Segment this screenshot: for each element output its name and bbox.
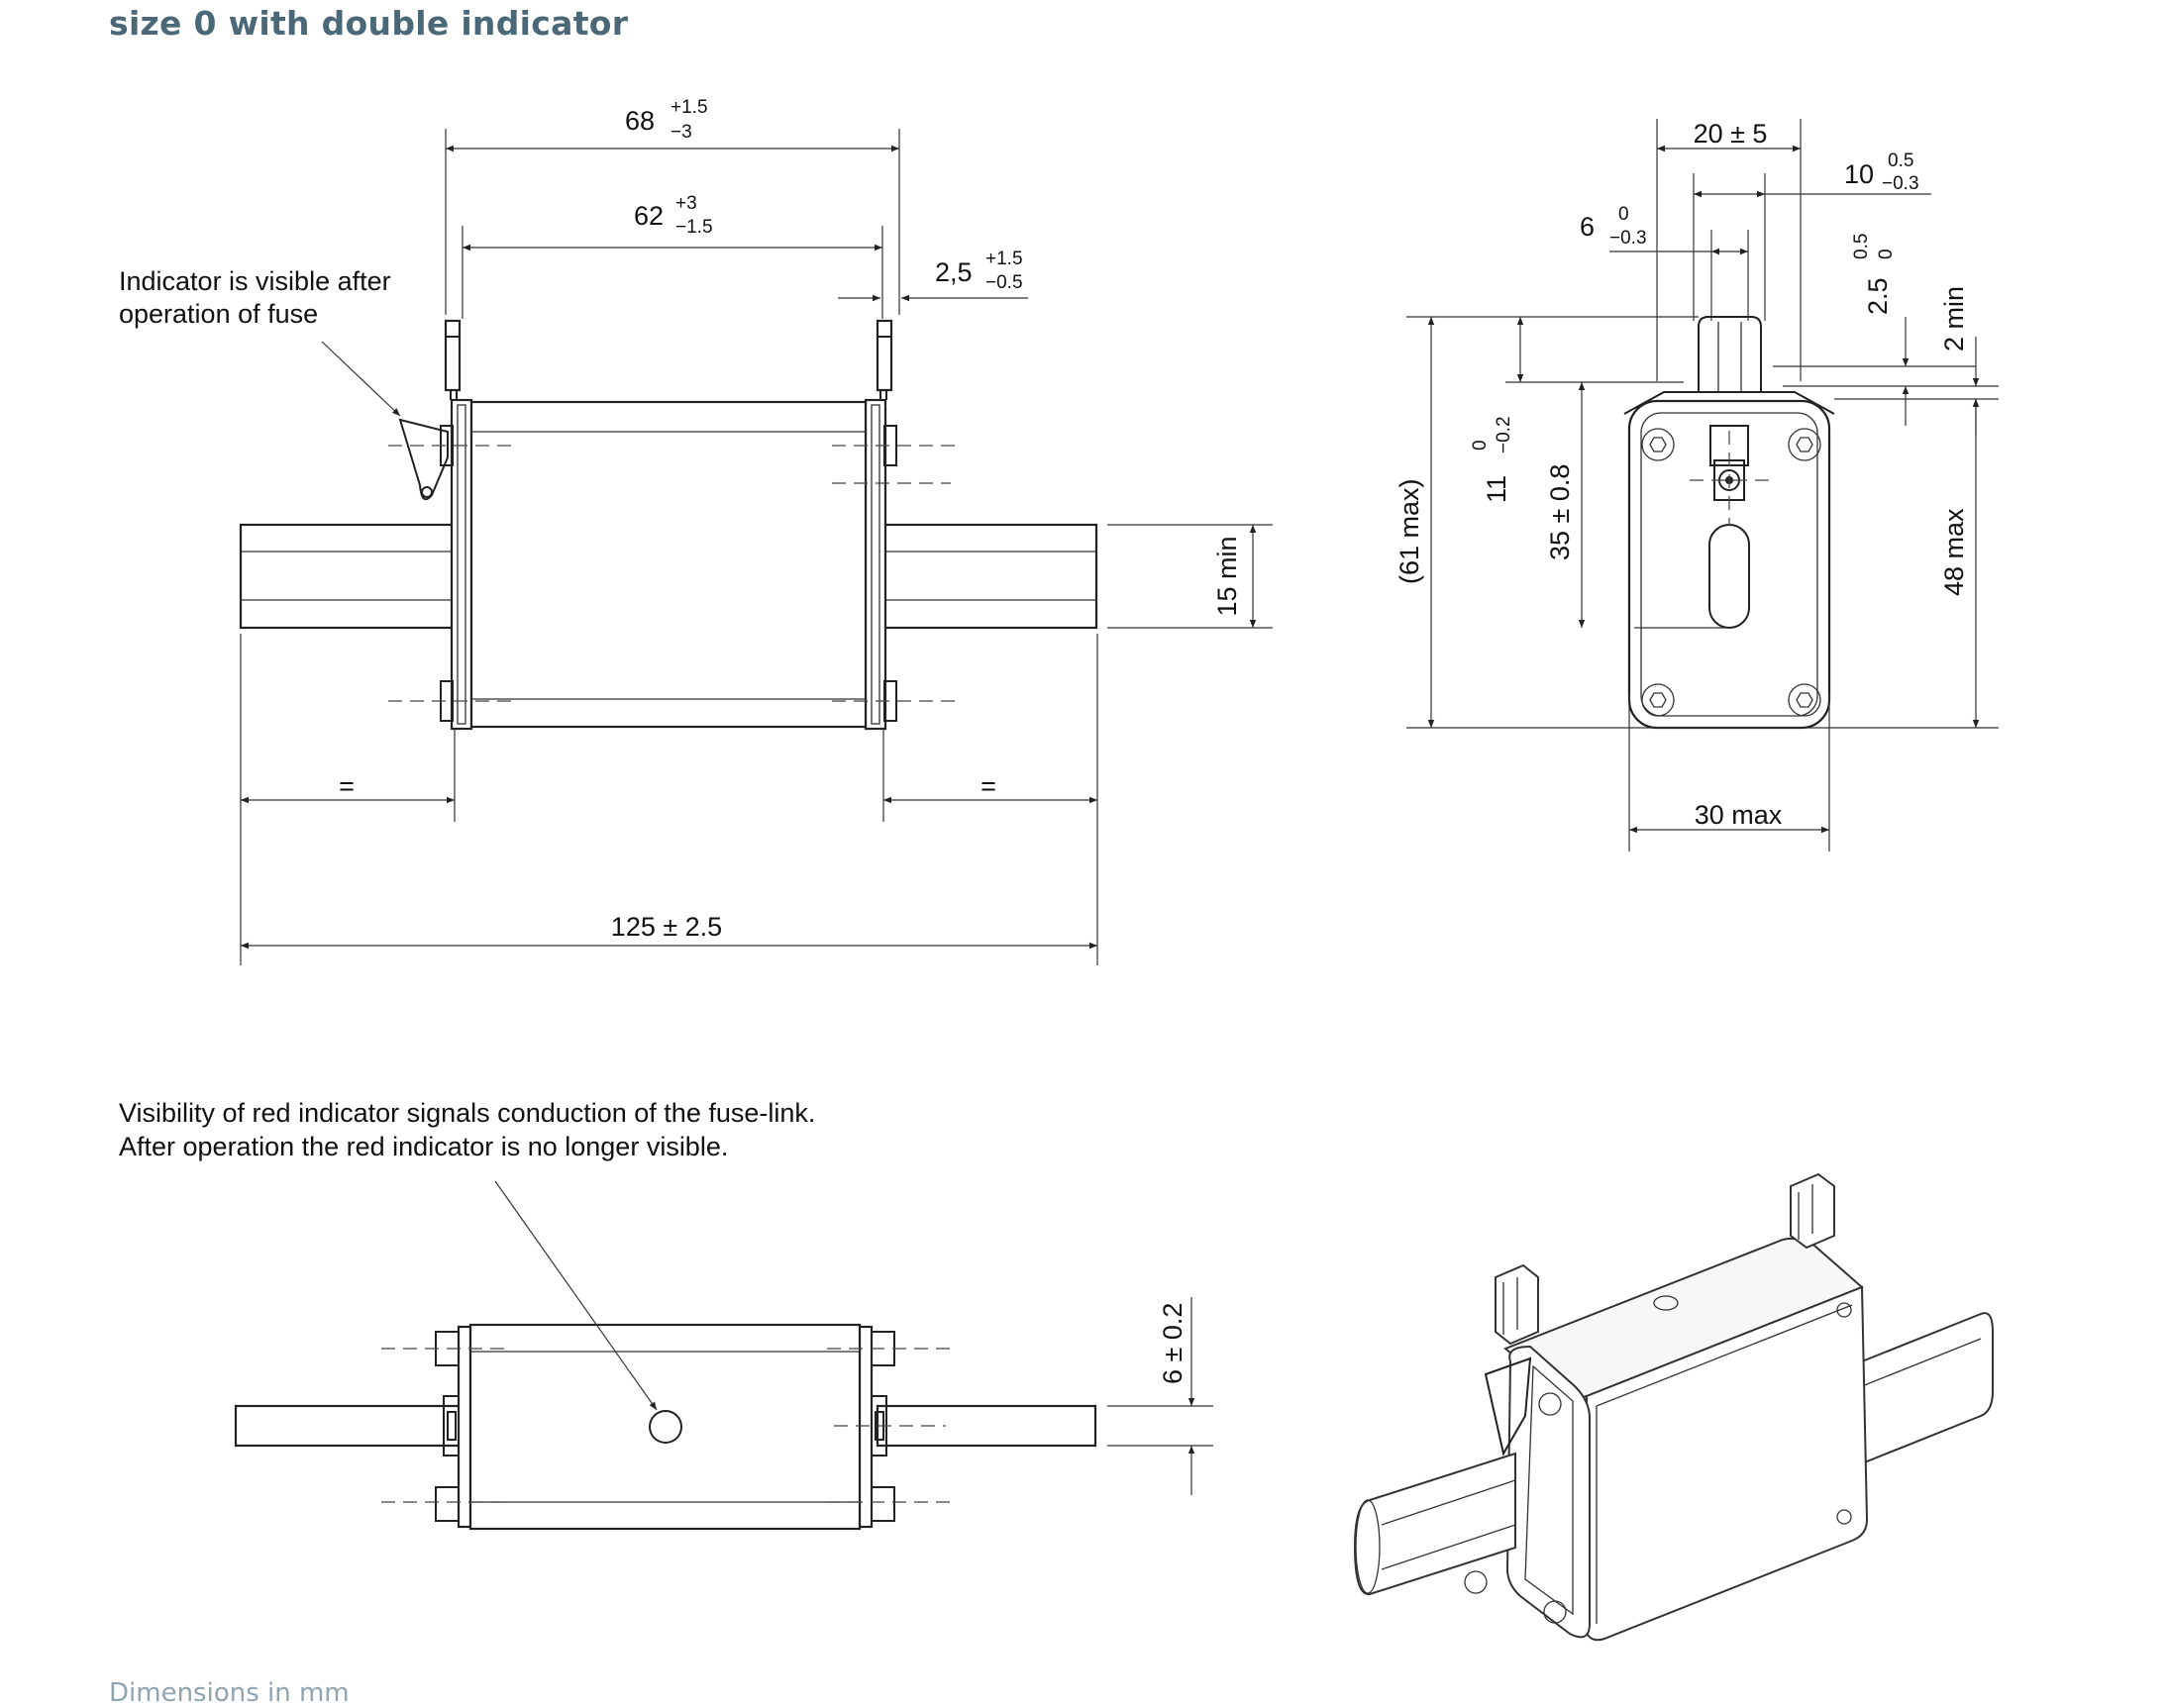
dim-62-upper: +3 xyxy=(675,193,697,214)
note-indicator-line2: operation of fuse xyxy=(119,299,318,329)
indicator-flap xyxy=(398,418,449,501)
side-view: 20 ± 5 10 0.5 −0.3 6 0 −0.3 2.5 0.5 0 2 … xyxy=(1394,119,1999,852)
dim-68-upper: +1.5 xyxy=(671,97,708,118)
dim-6-lower: −0.3 xyxy=(1609,228,1647,249)
dim-10-upper: 0.5 xyxy=(1888,151,1913,171)
isometric-view xyxy=(1353,1172,1994,1642)
dim-6-upper: 0 xyxy=(1618,204,1629,225)
dim-equal-right: = xyxy=(981,771,996,801)
dim-68-nominal: 68 xyxy=(625,106,655,136)
right-blade xyxy=(879,523,1098,630)
footer-note: Dimensions in mm xyxy=(109,1678,350,1708)
red-indicator xyxy=(649,1410,682,1444)
iso-front-blade xyxy=(1353,1452,1516,1595)
dim-2-5-nominal: 2,5 xyxy=(935,257,973,287)
dim-35: 35 ± 0.8 xyxy=(1545,464,1575,560)
dim-11-nominal: 11 xyxy=(1482,475,1511,503)
top-right-blade xyxy=(876,1404,1097,1448)
dim-2-5-lower: −0.5 xyxy=(985,272,1023,293)
dim-62-nominal: 62 xyxy=(634,201,664,231)
note-red-indicator-line1: Visibility of red indicator signals cond… xyxy=(119,1098,815,1128)
dim-125: 125 ± 2.5 xyxy=(611,912,722,942)
dim-equal-left: = xyxy=(339,771,355,801)
dim-6-top: 6 ± 0.2 xyxy=(1158,1303,1188,1384)
page-title: size 0 with double indicator xyxy=(109,4,629,43)
dim-6-nominal: 6 xyxy=(1580,212,1595,242)
dim-10-lower: −0.3 xyxy=(1882,173,1919,194)
dim-48-max: 48 max xyxy=(1939,508,1969,596)
top-fuse-body xyxy=(468,1323,862,1531)
iso-body-side xyxy=(1583,1285,1869,1642)
front-view: 68 +1.5 −3 62 +3 −1.5 2,5 +1.5 −0.5 15 m… xyxy=(119,97,1273,965)
dim-62-lower: −1.5 xyxy=(675,217,713,238)
note-indicator-line1: Indicator is visible after xyxy=(119,266,391,296)
dim-20: 20 ± 5 xyxy=(1694,119,1768,149)
dim-2-5-upper: +1.5 xyxy=(985,249,1023,269)
note-red-indicator-line2: After operation the red indicator is no … xyxy=(119,1132,728,1161)
dim-11-upper: 0 xyxy=(1470,440,1491,451)
dim-15-min: 15 min xyxy=(1212,536,1242,616)
dim-10-nominal: 10 xyxy=(1844,159,1874,189)
top-left-blade xyxy=(234,1404,464,1448)
dim-2-5-side: 2.5 xyxy=(1863,277,1893,315)
top-view: Visibility of red indicator signals cond… xyxy=(119,1098,1213,1531)
fuse-body xyxy=(469,400,868,729)
dim-11-lower: −0.2 xyxy=(1494,416,1514,453)
dim-2-5-side-upper: 0.5 xyxy=(1851,234,1872,259)
dim-2-5-side-lower: 0 xyxy=(1876,249,1897,259)
dim-68-lower: −3 xyxy=(671,122,692,143)
left-blade xyxy=(239,523,458,630)
dim-30-max: 30 max xyxy=(1695,800,1783,830)
dim-61-max: (61 max) xyxy=(1394,478,1424,584)
dim-2-min: 2 min xyxy=(1939,286,1969,352)
